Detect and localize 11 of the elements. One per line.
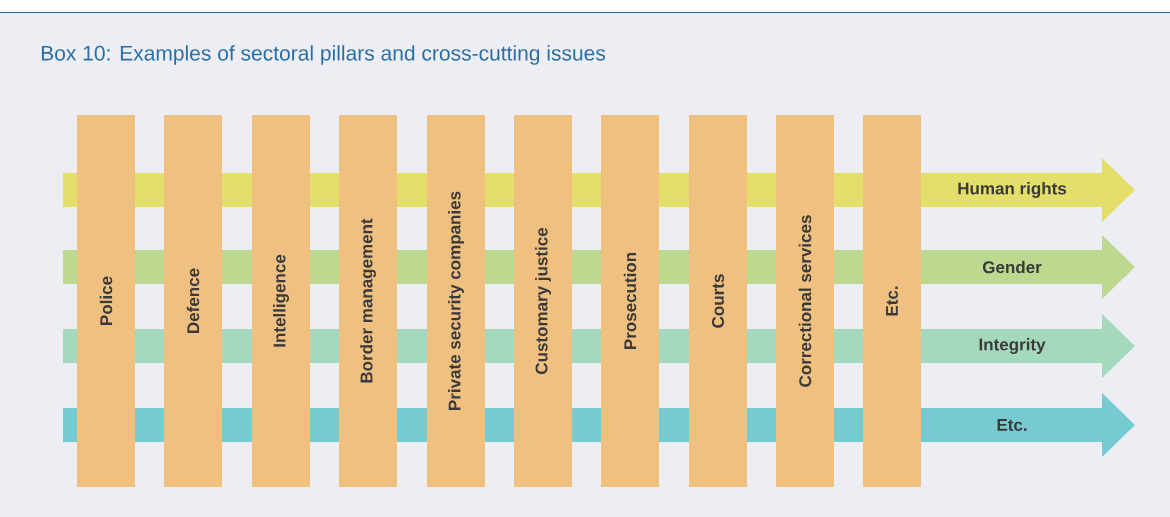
pillar-box: Correctional services [776, 115, 834, 487]
title: Box 10: Examples of sectoral pillars and cross-cutting issues [41, 45, 606, 65]
pillar-box: Prosecution [601, 115, 659, 487]
pillar-box: Private security companies [427, 115, 485, 487]
pillar-box: Defence [164, 115, 222, 487]
pillar-box: Etc. [863, 115, 921, 487]
pillar-box: Police [77, 115, 135, 487]
pillar-box: Intelligence [252, 115, 310, 487]
pillar-box: Customary justice [514, 115, 572, 487]
pillar-box: Courts [689, 115, 747, 487]
pillar-box: Border management [339, 115, 397, 487]
